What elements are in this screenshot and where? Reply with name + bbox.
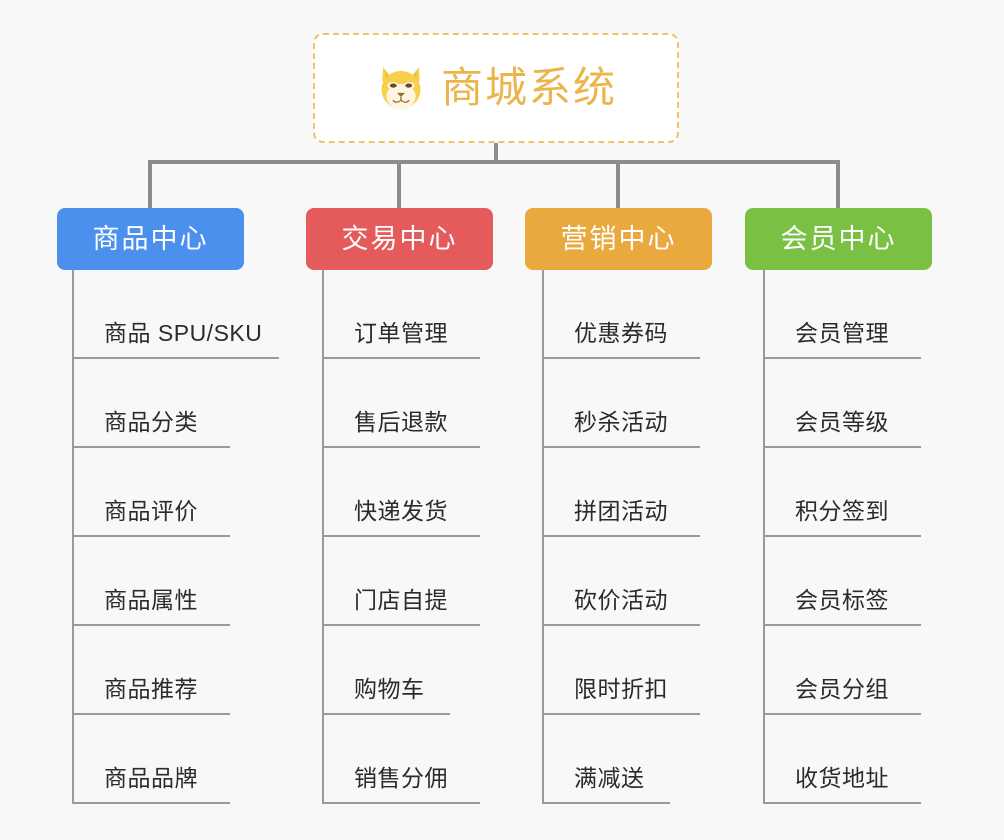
leaf-underline [72,713,230,715]
leaf-label: 订单管理 [354,320,448,346]
leaf-underline [763,446,921,448]
leaf-item[interactable]: 会员管理 [763,270,921,359]
leaf-item[interactable]: 快递发货 [322,448,480,537]
leaf-label: 秒杀活动 [574,409,668,435]
leaf-item[interactable]: 优惠券码 [542,270,700,359]
category-label-marketing: 营销中心 [560,223,677,254]
leaf-spine-member [763,270,765,804]
connector-bus [150,160,840,164]
leaf-label: 售后退款 [354,409,448,435]
leaf-item[interactable]: 商品属性 [72,537,230,626]
leaf-underline [72,446,230,448]
leaf-underline [763,802,921,804]
leaf-item[interactable]: 会员标签 [763,537,921,626]
leaf-label: 砍价活动 [574,587,668,613]
leaf-underline [322,624,480,626]
leaf-item[interactable]: 门店自提 [322,537,480,626]
leaf-underline [72,535,230,537]
shiba-dog-face-icon [381,66,421,110]
leaf-label: 会员分组 [795,676,889,702]
leaf-item[interactable]: 商品评价 [72,448,230,537]
leaf-label: 收货地址 [795,765,889,791]
leaf-spine-trade [322,270,324,804]
leaf-underline [322,713,450,715]
leaf-underline [763,713,921,715]
leaf-underline [72,802,230,804]
leaf-spine-product [72,270,74,804]
root-node[interactable]: 商城系统 [313,33,679,143]
root-title: 商城系统 [440,64,617,111]
leaf-underline [322,357,480,359]
leaf-item[interactable]: 会员等级 [763,359,921,448]
leaf-label: 商品评价 [104,498,198,524]
leaf-item[interactable]: 秒杀活动 [542,359,700,448]
leaf-item[interactable]: 拼团活动 [542,448,700,537]
leaf-underline [542,802,670,804]
leaf-item[interactable]: 商品 SPU/SKU [72,270,279,359]
leaf-spine-marketing [542,270,544,804]
category-box-trade[interactable]: 交易中心 [306,208,493,270]
category-label-trade: 交易中心 [341,223,458,254]
leaf-item[interactable]: 会员分组 [763,626,921,715]
category-box-member[interactable]: 会员中心 [745,208,932,270]
category-box-product[interactable]: 商品中心 [57,208,244,270]
leaf-item[interactable]: 购物车 [322,626,450,715]
leaf-label: 销售分佣 [354,765,448,791]
leaf-label: 商品分类 [104,409,198,435]
leaf-label: 门店自提 [354,587,448,613]
connector-drop-4 [836,160,840,208]
leaf-label: 购物车 [354,676,425,702]
leaf-label: 会员等级 [795,409,889,435]
leaf-label: 会员标签 [795,587,889,613]
leaf-underline [763,357,921,359]
leaf-item[interactable]: 商品推荐 [72,626,230,715]
category-label-product: 商品中心 [92,223,209,254]
leaf-label: 商品 SPU/SKU [104,320,263,346]
leaf-label: 优惠券码 [574,320,668,346]
leaf-item[interactable]: 收货地址 [763,715,921,804]
leaf-underline [322,802,480,804]
connector-drop-3 [616,160,620,208]
leaf-underline [542,357,700,359]
leaf-underline [542,713,700,715]
category-label-member: 会员中心 [780,223,897,254]
leaf-underline [72,357,279,359]
leaf-item[interactable]: 商品分类 [72,359,230,448]
leaf-label: 限时折扣 [574,676,668,702]
leaf-item[interactable]: 商品品牌 [72,715,230,804]
category-box-marketing[interactable]: 营销中心 [525,208,712,270]
leaf-label: 拼团活动 [574,498,668,524]
leaf-label: 快递发货 [354,498,448,524]
leaf-item[interactable]: 砍价活动 [542,537,700,626]
leaf-item[interactable]: 积分签到 [763,448,921,537]
leaf-underline [322,446,480,448]
leaf-label: 商品品牌 [104,765,198,791]
leaf-item[interactable]: 订单管理 [322,270,480,359]
leaf-label: 商品推荐 [104,676,198,702]
leaf-underline [72,624,230,626]
connector-drop-1 [148,160,152,208]
leaf-underline [542,535,700,537]
connector-drop-2 [397,160,401,208]
leaf-item[interactable]: 满减送 [542,715,670,804]
leaf-item[interactable]: 销售分佣 [322,715,480,804]
leaf-underline [322,535,480,537]
leaf-label: 商品属性 [104,587,198,613]
leaf-underline [542,446,700,448]
leaf-underline [542,624,700,626]
leaf-underline [763,535,921,537]
leaf-item[interactable]: 限时折扣 [542,626,700,715]
leaf-item[interactable]: 售后退款 [322,359,480,448]
leaf-label: 积分签到 [795,498,889,524]
leaf-underline [763,624,921,626]
leaf-label: 满减送 [574,765,645,791]
leaf-label: 会员管理 [795,320,889,346]
connector-root-stem [494,143,498,164]
